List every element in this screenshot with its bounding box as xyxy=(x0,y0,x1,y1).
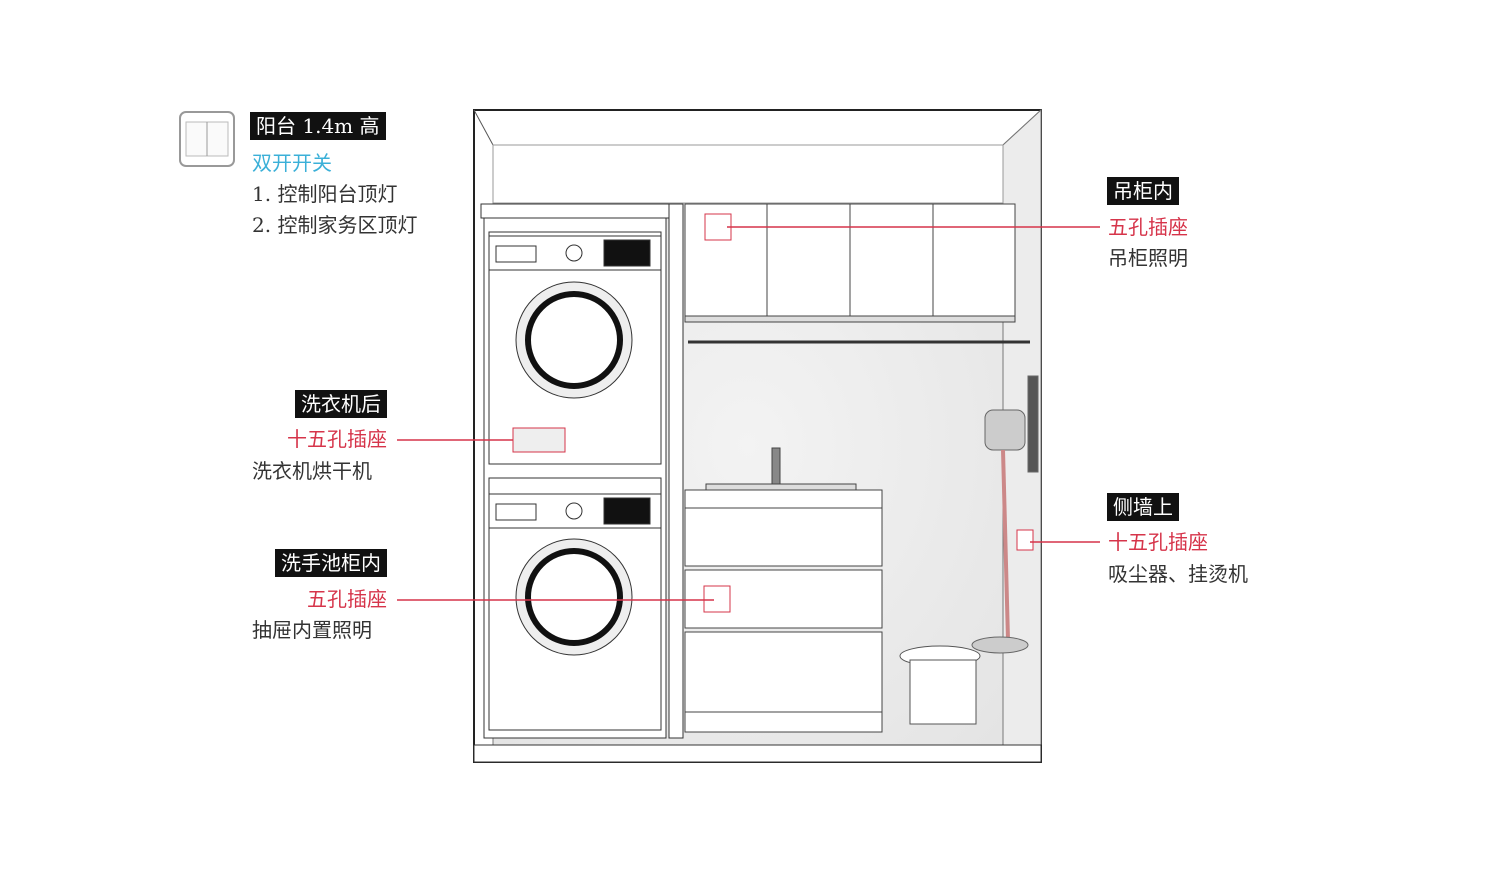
switch-function-2: 2. 控制家务区顶灯 xyxy=(252,213,418,237)
washer-use: 洗衣机烘干机 xyxy=(252,459,372,483)
vacuum-cleaner xyxy=(971,375,1039,654)
sink-cabinet-tag: 洗手池柜内 xyxy=(275,549,387,577)
side-wall-use: 吸尘器、挂烫机 xyxy=(1108,562,1248,586)
side-wall-socket: 十五孔插座 xyxy=(1108,530,1208,554)
wall-cabinet-socket: 五孔插座 xyxy=(1108,215,1188,239)
socket-washer xyxy=(512,427,566,453)
sink-cabinet-socket: 五孔插座 xyxy=(307,587,387,611)
sink-cabinet xyxy=(684,447,883,733)
wall-cabinet-tag: 吊柜内 xyxy=(1107,177,1179,205)
switch-location-tag: 阳台 1.4m 高 xyxy=(250,112,386,140)
bucket xyxy=(899,645,981,725)
sink-cabinet-use: 抽屉内置照明 xyxy=(252,618,372,642)
double-switch-icon xyxy=(179,111,235,167)
socket-side-wall xyxy=(1016,529,1034,551)
wall-cabinet xyxy=(684,203,1030,344)
washer-tag: 洗衣机后 xyxy=(295,390,387,418)
wall-cabinet-use: 吊柜照明 xyxy=(1108,246,1188,270)
switch-function-1: 1. 控制阳台顶灯 xyxy=(252,182,398,206)
washer-dryer-stack xyxy=(480,203,684,739)
socket-sink-cabinet xyxy=(703,585,731,613)
side-wall-tag: 侧墙上 xyxy=(1107,493,1179,521)
washer-socket: 十五孔插座 xyxy=(287,427,387,451)
switch-type: 双开开关 xyxy=(252,151,332,175)
